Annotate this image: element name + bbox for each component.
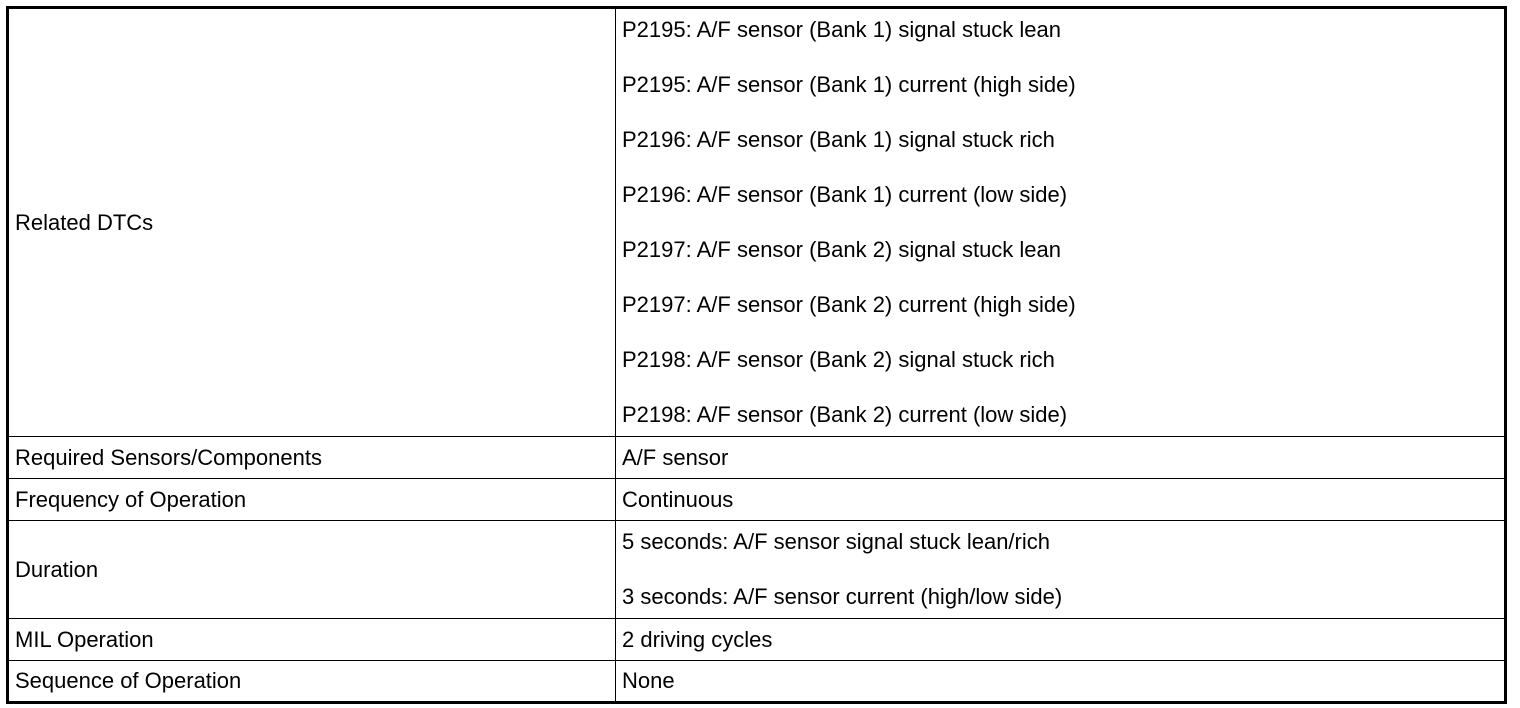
dtc-entry: P2197: A/F sensor (Bank 2) signal stuck … <box>622 237 1062 262</box>
row-label: Sequence of Operation <box>7 660 616 703</box>
dtc-entry: P2196: A/F sensor (Bank 1) current (low … <box>622 182 1068 207</box>
row-label: Related DTCs <box>7 7 616 437</box>
row-value: A/F sensor <box>615 436 1506 479</box>
dtc-entry: P2195: A/F sensor (Bank 1) signal stuck … <box>622 17 1062 42</box>
table-row-frequency: Frequency of Operation Continuous <box>7 478 1506 521</box>
row-label: MIL Operation <box>7 618 616 661</box>
row-value: None <box>615 660 1506 703</box>
dtc-entry: P2198: A/F sensor (Bank 2) signal stuck … <box>622 347 1055 372</box>
row-value-list: 5 seconds: A/F sensor signal stuck lean/… <box>615 520 1506 619</box>
row-value-list: P2195: A/F sensor (Bank 1) signal stuck … <box>615 7 1506 437</box>
table-row-mil-operation: MIL Operation 2 driving cycles <box>7 618 1506 661</box>
dtc-entry: P2196: A/F sensor (Bank 1) signal stuck … <box>622 127 1055 152</box>
table-row-required-sensors: Required Sensors/Components A/F sensor <box>7 436 1506 479</box>
duration-entry: 3 seconds: A/F sensor current (high/low … <box>622 584 1063 609</box>
duration-entry: 5 seconds: A/F sensor signal stuck lean/… <box>622 529 1050 554</box>
row-label: Duration <box>7 520 616 619</box>
dtc-entry: P2195: A/F sensor (Bank 1) current (high… <box>622 72 1076 97</box>
row-value: Continuous <box>615 478 1506 521</box>
row-label: Required Sensors/Components <box>7 436 616 479</box>
dtc-info-table: Related DTCs P2195: A/F sensor (Bank 1) … <box>6 6 1507 704</box>
dtc-entry: P2197: A/F sensor (Bank 2) current (high… <box>622 292 1076 317</box>
row-value: 2 driving cycles <box>615 618 1506 661</box>
row-label: Frequency of Operation <box>7 478 616 521</box>
table-row-duration: Duration 5 seconds: A/F sensor signal st… <box>7 520 1506 619</box>
table-row-related-dtcs: Related DTCs P2195: A/F sensor (Bank 1) … <box>7 7 1506 437</box>
table-row-sequence: Sequence of Operation None <box>7 660 1506 703</box>
dtc-entry: P2198: A/F sensor (Bank 2) current (low … <box>622 402 1068 427</box>
